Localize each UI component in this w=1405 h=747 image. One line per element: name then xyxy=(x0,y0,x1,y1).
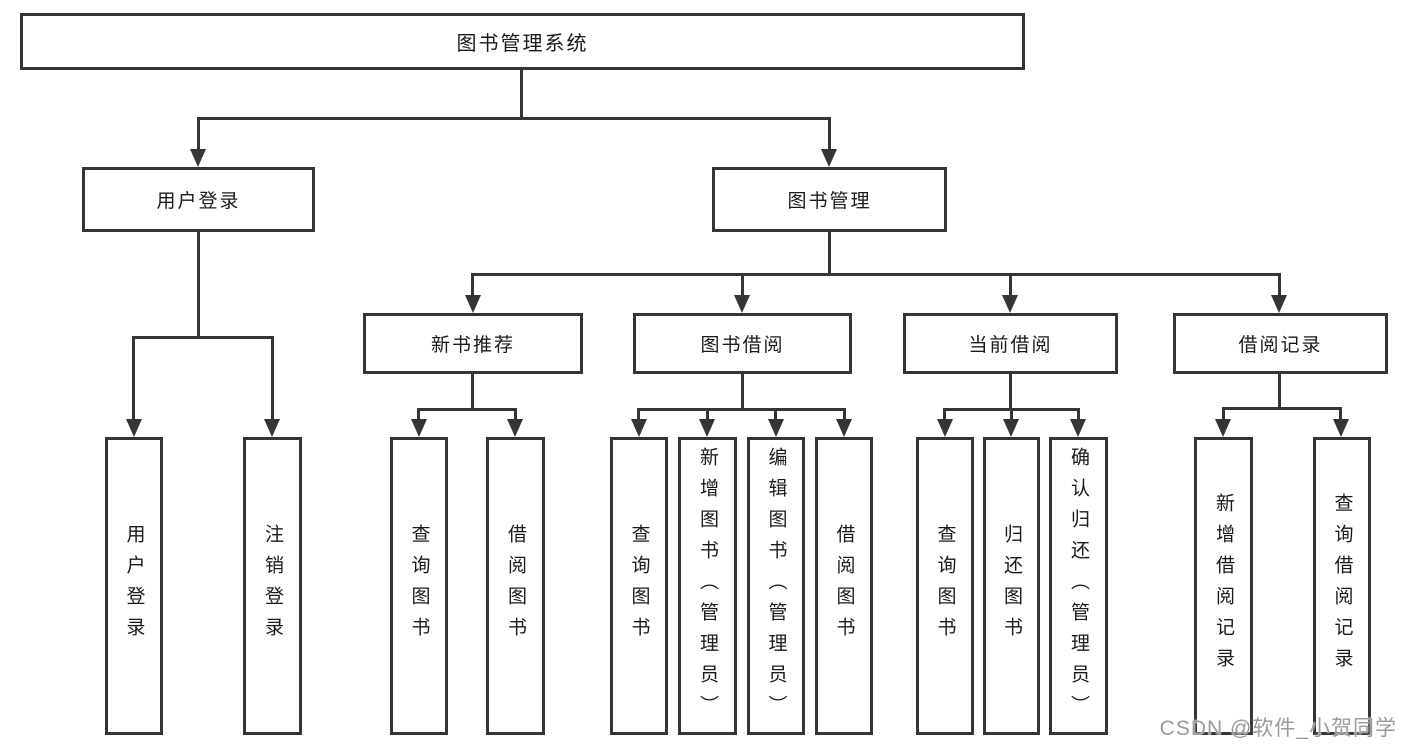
connector-to-leaf-confirm-return xyxy=(1077,408,1080,421)
connector-book-management-stem xyxy=(828,232,831,273)
arrowhead-leaf-query-recommend xyxy=(411,419,427,437)
leaf-return-books: 归还图书 xyxy=(983,437,1040,735)
connector-to-leaf-add-record xyxy=(1222,407,1225,421)
node-library-system-label: 图书管理系统 xyxy=(456,33,589,55)
arrowhead-leaf-edit-books xyxy=(768,419,784,437)
leaf-add-books-admin: 新增图书（管理员） xyxy=(678,437,737,735)
node-new-book-recommend-label: 新书推荐 xyxy=(430,335,515,356)
arrowhead-book-borrowing xyxy=(734,295,750,313)
node-user-login: 用户登录 xyxy=(82,167,315,232)
arrowhead-leaf-query-borrowing xyxy=(631,419,647,437)
arrowhead-book-management xyxy=(821,149,837,167)
leaf-borrow-books-recommend: 借阅图书 xyxy=(486,437,545,735)
connector-level1-branch xyxy=(197,117,831,120)
connector-current-stem xyxy=(1009,374,1012,408)
leaf-return-books-label: 归还图书 xyxy=(1001,524,1022,648)
connector-records-branch xyxy=(1222,407,1342,410)
leaf-borrow-books-recommend-label: 借阅图书 xyxy=(505,524,526,648)
leaf-logout: 注销登录 xyxy=(243,437,302,735)
connector-to-leaf-query-borrowing xyxy=(637,408,640,421)
connector-to-leaf-user-login xyxy=(132,336,135,420)
csdn-watermark: CSDN @软件_小贺同学 xyxy=(1159,717,1397,740)
leaf-user-login: 用户登录 xyxy=(105,437,163,735)
connector-book-borrow-stem xyxy=(741,374,744,408)
connector-to-current-borrowing xyxy=(1009,273,1012,297)
arrowhead-new-book-recommend xyxy=(465,295,481,313)
leaf-logout-label: 注销登录 xyxy=(262,524,283,648)
leaf-query-borrow-record: 查询借阅记录 xyxy=(1313,437,1371,735)
connector-to-leaf-query-record xyxy=(1339,407,1342,421)
connector-to-leaf-borrow-borrowing xyxy=(843,408,846,421)
node-library-system: 图书管理系统 xyxy=(20,13,1025,70)
connector-root-stem xyxy=(520,70,523,117)
leaf-edit-books-admin: 编辑图书（管理员） xyxy=(747,437,805,735)
arrowhead-leaf-borrow-recommend xyxy=(507,419,523,437)
connector-to-borrowing-records xyxy=(1278,273,1281,297)
arrowhead-leaf-logout xyxy=(264,419,280,437)
connector-to-leaf-add-books xyxy=(706,408,709,421)
leaf-add-books-admin-label: 新增图书（管理员） xyxy=(697,446,718,726)
leaf-query-books-borrowing-label: 查询图书 xyxy=(628,524,650,648)
leaf-user-login-label: 用户登录 xyxy=(123,524,145,648)
connector-records-stem xyxy=(1278,374,1281,407)
node-borrowing-records: 借阅记录 xyxy=(1173,313,1388,374)
leaf-query-books-current-label: 查询图书 xyxy=(934,524,956,648)
connector-to-leaf-return-books xyxy=(1010,408,1013,421)
arrowhead-leaf-add-books xyxy=(699,419,715,437)
connector-to-book-borrowing xyxy=(741,273,744,297)
arrowhead-leaf-query-current xyxy=(937,419,953,437)
node-current-borrowing-label: 当前借阅 xyxy=(968,335,1053,356)
arrowhead-user-login xyxy=(190,149,206,167)
leaf-borrow-books-borrowing: 借阅图书 xyxy=(815,437,873,735)
connector-user-login-stem xyxy=(197,232,200,336)
arrowhead-leaf-return-books xyxy=(1003,419,1019,437)
leaf-confirm-return-admin-label: 确认归还（管理员） xyxy=(1068,446,1089,726)
connector-to-leaf-borrow-recommend xyxy=(514,408,517,421)
connector-user-login-branch xyxy=(132,336,274,339)
connector-level3-branch xyxy=(471,273,1281,276)
connector-to-leaf-edit-books xyxy=(774,408,777,421)
leaf-add-borrow-record-label: 新增借阅记录 xyxy=(1213,493,1234,679)
leaf-query-books-borrowing: 查询图书 xyxy=(610,437,668,735)
leaf-query-borrow-record-label: 查询借阅记录 xyxy=(1331,493,1353,679)
leaf-query-books-current: 查询图书 xyxy=(916,437,974,735)
connector-to-book-management xyxy=(828,117,831,151)
leaf-edit-books-admin-label: 编辑图书（管理员） xyxy=(765,446,787,726)
connector-new-book-stem xyxy=(471,374,474,408)
connector-to-new-book-recommend xyxy=(471,273,474,297)
node-borrowing-records-label: 借阅记录 xyxy=(1238,335,1323,356)
arrowhead-current-borrowing xyxy=(1002,295,1018,313)
node-book-management-label: 图书管理 xyxy=(787,191,872,212)
node-current-borrowing: 当前借阅 xyxy=(903,313,1118,374)
node-new-book-recommend: 新书推荐 xyxy=(363,313,583,374)
arrowhead-leaf-user-login xyxy=(126,419,142,437)
connector-new-book-branch xyxy=(417,408,517,411)
arrowhead-borrowing-records xyxy=(1271,295,1287,313)
arrowhead-leaf-confirm-return xyxy=(1070,419,1086,437)
leaf-confirm-return-admin: 确认归还（管理员） xyxy=(1049,437,1108,735)
leaf-query-books-recommend: 查询图书 xyxy=(390,437,448,735)
connector-to-leaf-logout xyxy=(271,336,274,420)
connector-to-user-login xyxy=(197,117,200,151)
arrowhead-leaf-query-record xyxy=(1333,419,1349,437)
node-book-management: 图书管理 xyxy=(712,167,947,232)
arrowhead-leaf-borrow-borrowing xyxy=(836,419,852,437)
leaf-query-books-recommend-label: 查询图书 xyxy=(408,524,430,648)
node-book-borrowing: 图书借阅 xyxy=(633,313,852,374)
connector-to-leaf-query-current xyxy=(943,408,946,421)
connector-to-leaf-query-recommend xyxy=(417,408,420,421)
node-book-borrowing-label: 图书借阅 xyxy=(700,335,785,356)
leaf-borrow-books-borrowing-label: 借阅图书 xyxy=(833,524,855,648)
connector-book-borrow-branch xyxy=(637,408,846,411)
arrowhead-leaf-add-record xyxy=(1215,419,1231,437)
node-user-login-label: 用户登录 xyxy=(156,191,241,212)
leaf-add-borrow-record: 新增借阅记录 xyxy=(1194,437,1253,735)
